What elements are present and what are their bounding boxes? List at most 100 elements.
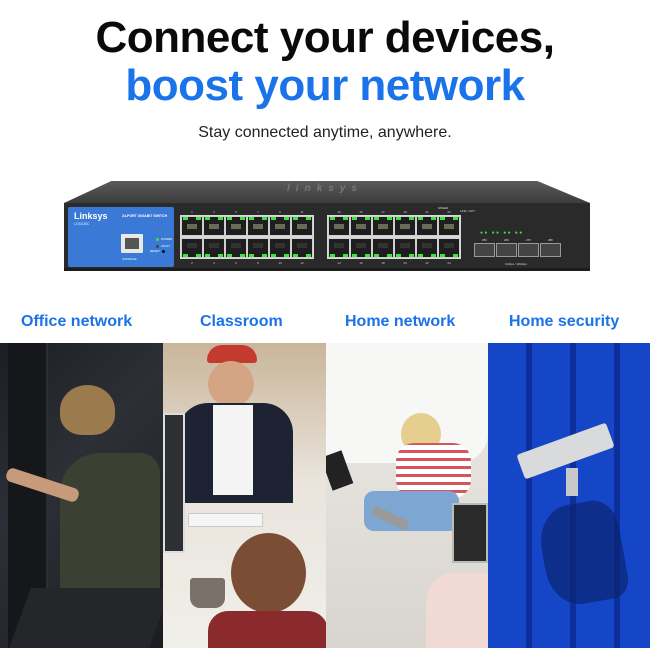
sfp-port-group	[474, 243, 561, 257]
sfp-port	[496, 243, 517, 257]
rj45-port	[350, 238, 372, 258]
camera-shadow	[534, 496, 632, 610]
port-number: 20	[403, 261, 407, 265]
switch-top-logo: linksys	[287, 183, 363, 194]
port-number: 3	[213, 210, 215, 214]
classroom-photo	[163, 343, 326, 648]
rj45-port	[291, 216, 313, 236]
rj45-port-group-2	[327, 215, 461, 259]
white-shirt	[213, 405, 253, 495]
port-number: 15	[359, 210, 363, 214]
sfp-speed-caption: 1Gbps / 10Gbps	[505, 262, 527, 266]
port-number: 18	[381, 261, 385, 265]
rj45-port	[416, 238, 438, 258]
rj45-port	[438, 216, 460, 236]
rj45-port	[203, 216, 225, 236]
laptop	[9, 588, 163, 648]
rj45-port	[181, 238, 203, 258]
rj45-port	[291, 238, 313, 258]
port-number: 23	[447, 210, 451, 214]
rj45-port	[269, 238, 291, 258]
reset-hole-icon	[162, 249, 166, 253]
person-shirt	[60, 453, 160, 613]
sfp-label: 27F	[526, 238, 532, 242]
use-case-label-office: Office network	[21, 313, 133, 330]
use-case-label-classroom: Classroom	[200, 313, 283, 330]
port-number: 12	[300, 261, 304, 265]
fault-led: FAULT	[156, 244, 170, 248]
sfp-label: 25F	[482, 238, 488, 242]
power-led-icon	[156, 237, 159, 241]
striped-shirt	[396, 443, 471, 498]
port-number: 21	[425, 210, 429, 214]
port-number: 2	[191, 261, 193, 265]
sfp-port	[540, 243, 561, 257]
port-number: 5	[235, 210, 237, 214]
home-security-photo	[488, 343, 650, 648]
sfp-port	[474, 243, 495, 257]
camera-mount	[566, 468, 578, 496]
rj45-port	[225, 238, 247, 258]
student-shirt	[208, 611, 326, 648]
port-number: 22	[425, 261, 429, 265]
use-case-label-home-security: Home security	[509, 313, 620, 330]
port-number: 24	[447, 261, 451, 265]
rj45-port	[438, 238, 460, 258]
console-port	[121, 234, 143, 253]
rj45-port	[394, 216, 416, 236]
fault-led-icon	[156, 244, 159, 248]
rj45-port	[350, 216, 372, 236]
port-number: 13	[337, 210, 341, 214]
teacher-head	[208, 361, 254, 407]
mug	[190, 578, 225, 608]
subheadline: Stay connected anytime, anywhere.	[198, 124, 452, 141]
port-number: 9	[279, 210, 281, 214]
red-beanie	[207, 345, 257, 363]
link-act-label: LINK / ACT	[460, 209, 476, 213]
rj45-port	[328, 238, 350, 258]
speed-label: SPEED	[438, 206, 449, 210]
port-number: 19	[403, 210, 407, 214]
port-number: 4	[213, 261, 215, 265]
rj45-port	[394, 238, 416, 258]
port-number: 1	[191, 210, 193, 214]
office-network-photo	[0, 343, 163, 648]
laptop	[452, 503, 488, 563]
model-number: LGS328C	[74, 222, 90, 226]
girl	[426, 573, 488, 648]
use-case-label-home-network: Home network	[345, 313, 456, 330]
rj45-port	[203, 238, 225, 258]
switch-description: 24-PORT GIGABIT SWITCH	[122, 214, 168, 218]
power-led: POWER	[156, 237, 172, 241]
reset-button: RESET	[150, 249, 166, 253]
rj45-port	[247, 238, 269, 258]
port-number: 6	[235, 261, 237, 265]
home-network-photo	[326, 343, 488, 648]
port-number: 10	[278, 261, 282, 265]
switch-top-cover	[64, 181, 590, 203]
sfp-port	[518, 243, 539, 257]
sfp-label: 28F	[548, 238, 554, 242]
headline-line-2: boost your network	[125, 61, 525, 110]
rj45-port	[372, 238, 394, 258]
rj45-port-group-1	[180, 215, 314, 259]
switch-brand-panel: Linksys LGS328C 24-PORT GIGABIT SWITCH C…	[68, 207, 174, 267]
rj45-port	[269, 216, 291, 236]
port-number: 11	[300, 210, 304, 214]
rj45-port	[247, 216, 269, 236]
port-number: 7	[257, 210, 259, 214]
rj45-port	[416, 216, 438, 236]
rj45-port	[372, 216, 394, 236]
sfp-label: 26F	[504, 238, 510, 242]
brand-logo: Linksys	[74, 211, 108, 221]
port-number: 17	[381, 210, 385, 214]
port-number: 16	[359, 261, 363, 265]
console-label: CONSOLE	[122, 257, 137, 261]
port-number: 14	[337, 261, 341, 265]
port-number: 8	[257, 261, 259, 265]
rj45-port	[225, 216, 247, 236]
student-head	[231, 533, 306, 613]
headline-line-1: Connect your devices,	[95, 13, 555, 62]
keyboard	[188, 513, 263, 527]
rj45-port	[328, 216, 350, 236]
